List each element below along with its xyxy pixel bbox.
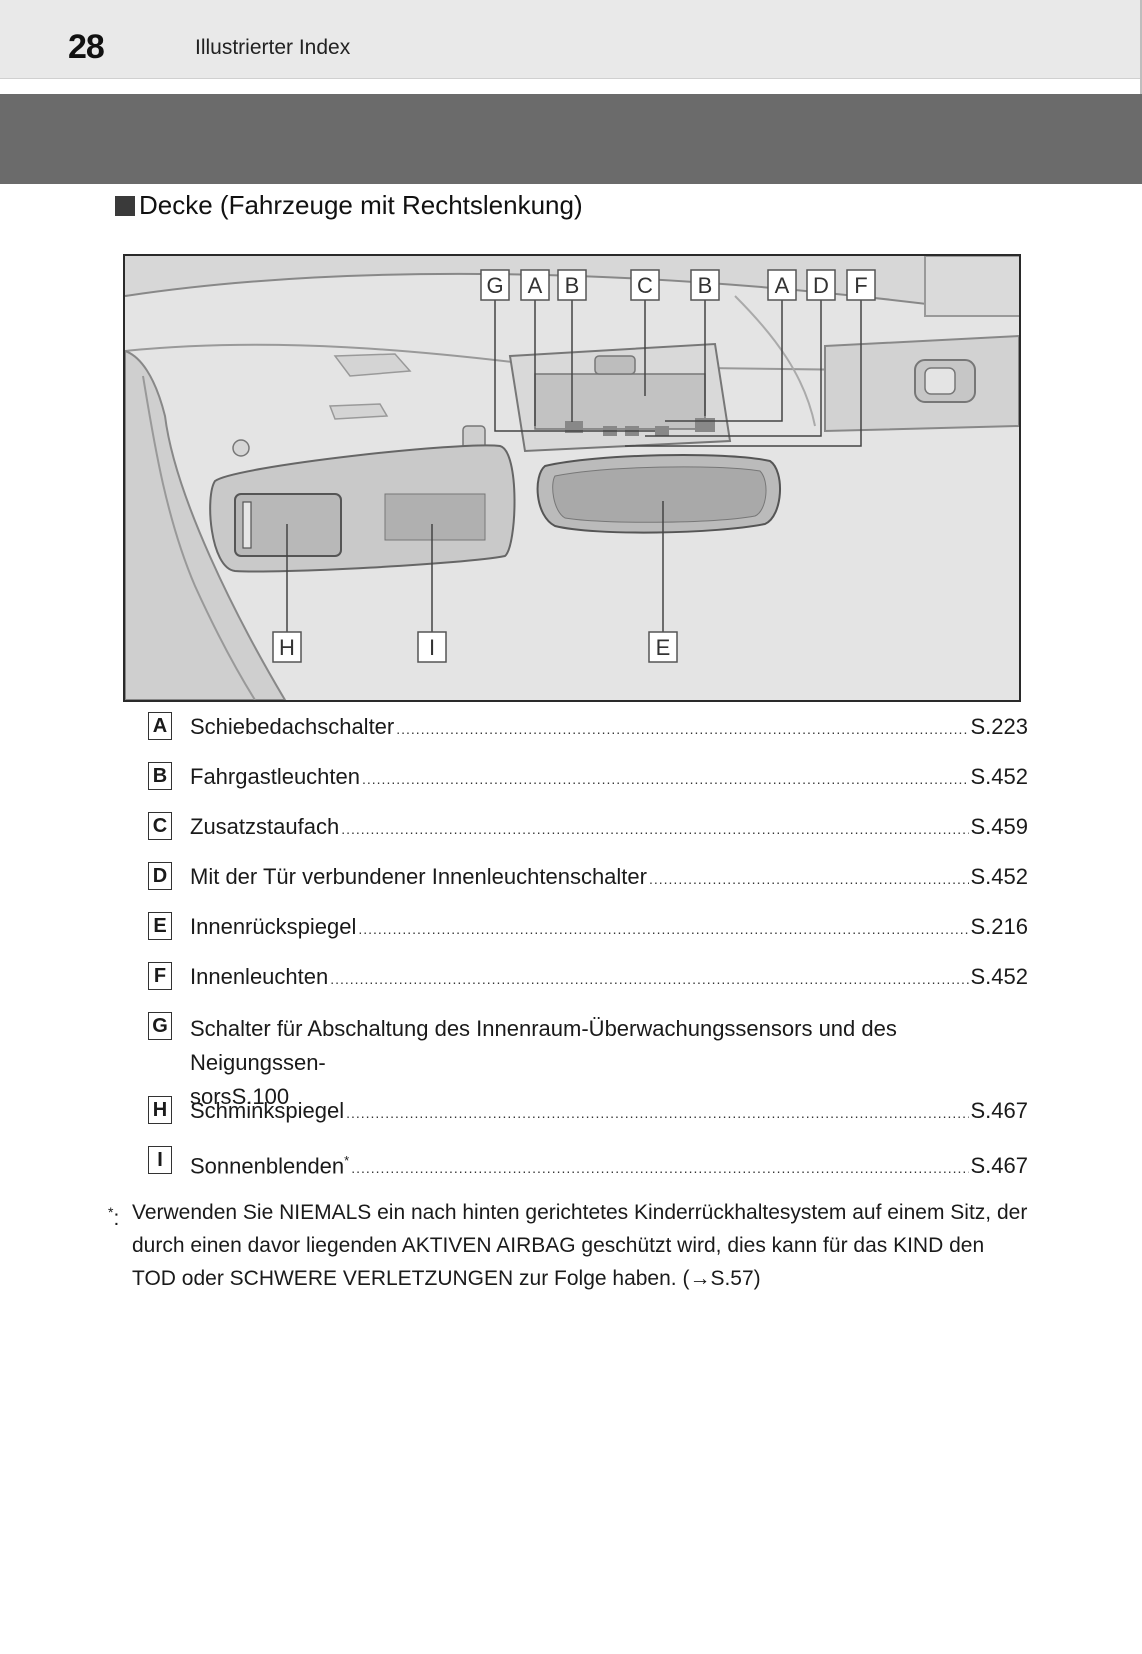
item-letter: D (148, 862, 172, 890)
page-header: 28 Illustrierter Index (0, 0, 1142, 79)
callout-d-label: D (813, 273, 829, 298)
page-number: 28 (68, 28, 105, 66)
item-letter: A (148, 712, 172, 740)
list-item: C Zusatzstaufach S.459 (148, 812, 1028, 862)
callout-a2: A (767, 269, 797, 301)
callout-f: F (846, 269, 876, 301)
section-title-text: Decke (Fahrzeuge mit Rechtslenkung) (139, 190, 583, 220)
callout-a1: A (520, 269, 550, 301)
list-item: B Fahrgastleuchten S.452 (148, 762, 1028, 812)
page-reference: S.452 (970, 864, 1029, 889)
square-bullet-icon (115, 195, 135, 216)
leader-dots (649, 864, 969, 894)
callout-e: E (648, 631, 678, 663)
list-item: E Innenrückspiegel S.216 (148, 912, 1028, 962)
item-label: Innenleuchten (190, 964, 329, 989)
ceiling-illustration: G A B C B A D F (123, 254, 1021, 702)
item-letter: C (148, 812, 172, 840)
page-reference: S.459 (970, 814, 1029, 839)
item-label: Zusatzstaufach (190, 814, 340, 839)
callout-i-label: I (429, 635, 435, 660)
footnote-text: Verwenden Sie NIEMALS ein nach hinten ge… (132, 1201, 1028, 1290)
item-letter: F (148, 962, 172, 990)
page-reference: S.452 (970, 964, 1029, 989)
footnote-marker: * (344, 1153, 350, 1168)
callout-a1-label: A (528, 273, 543, 298)
callout-g-label: G (486, 273, 503, 298)
list-item: H Schminkspiegel S.467 (148, 1096, 1028, 1146)
section-title: Decke (Fahrzeuge mit Rechtslenkung) (115, 190, 583, 221)
callout-b1: B (557, 269, 587, 301)
page-reference: S.467 (970, 1098, 1029, 1123)
callout-h: H (272, 631, 302, 663)
list-item: D Mit der Tür verbundener Innenleuchtens… (148, 862, 1028, 912)
item-letter: B (148, 762, 172, 790)
page-reference: S.223 (970, 714, 1029, 739)
callout-i: I (417, 631, 447, 663)
item-label: Fahrgastleuchten (190, 764, 360, 789)
leader-dots (396, 714, 968, 744)
callout-e-label: E (656, 635, 671, 660)
callout-c-label: C (637, 273, 653, 298)
footnote: *: Verwenden Sie NIEMALS ein nach hinten… (108, 1196, 1028, 1295)
item-letter: G (148, 1012, 172, 1040)
callout-b1-label: B (565, 273, 580, 298)
item-label: Mit der Tür verbundener Innenleuchtensch… (190, 864, 647, 889)
callout-b2: B (690, 269, 720, 301)
leader-dots (362, 764, 969, 794)
callout-c: C (630, 269, 660, 301)
item-label-line2: sors (190, 1084, 232, 1109)
edge-divider (1140, 0, 1142, 184)
ceiling-drawing: G A B C B A D F (125, 256, 1019, 700)
leader-dots (341, 814, 968, 844)
leader-dots (351, 1153, 968, 1183)
callout-g: G (480, 269, 510, 301)
list-item: A Schiebedachschalter S.223 (148, 712, 1028, 762)
page-reference: S.452 (970, 764, 1029, 789)
list-item: F Innenleuchten S.452 (148, 962, 1028, 1012)
footnote-mark: *: (108, 1204, 120, 1230)
callout-d: D (806, 269, 836, 301)
leader-dots (346, 1098, 968, 1128)
page-reference: S.216 (970, 914, 1029, 939)
header-band (0, 94, 1142, 184)
page-reference: S.467 (970, 1153, 1029, 1179)
item-label: Innenrückspiegel (190, 914, 357, 939)
callout-f-label: F (854, 273, 867, 298)
item-letter: I (148, 1146, 172, 1174)
leader-dots (358, 914, 968, 944)
item-label: Sonnenblenden* (190, 1153, 350, 1179)
item-label-line1: Schalter für Abschaltung des Innenraum-Ü… (190, 1016, 897, 1075)
callout-b2-label: B (698, 273, 713, 298)
callout-h-label: H (279, 635, 295, 660)
callout-a2-label: A (775, 273, 790, 298)
header-title: Illustrierter Index (195, 36, 351, 59)
page-reference: S.100 (231, 1084, 290, 1109)
list-item: I Sonnenblenden* S.467 (148, 1146, 1028, 1196)
index-list: A Schiebedachschalter S.223 B Fahrgastleu… (148, 712, 1028, 1196)
item-letter: H (148, 1096, 172, 1124)
item-label: Schminkspiegel (190, 1098, 345, 1123)
item-letter: E (148, 912, 172, 940)
leader-dots (330, 964, 968, 994)
item-label: Schiebedachschalter (190, 714, 395, 739)
list-item: G Schalter für Abschaltung des Innenraum… (148, 1012, 1028, 1109)
